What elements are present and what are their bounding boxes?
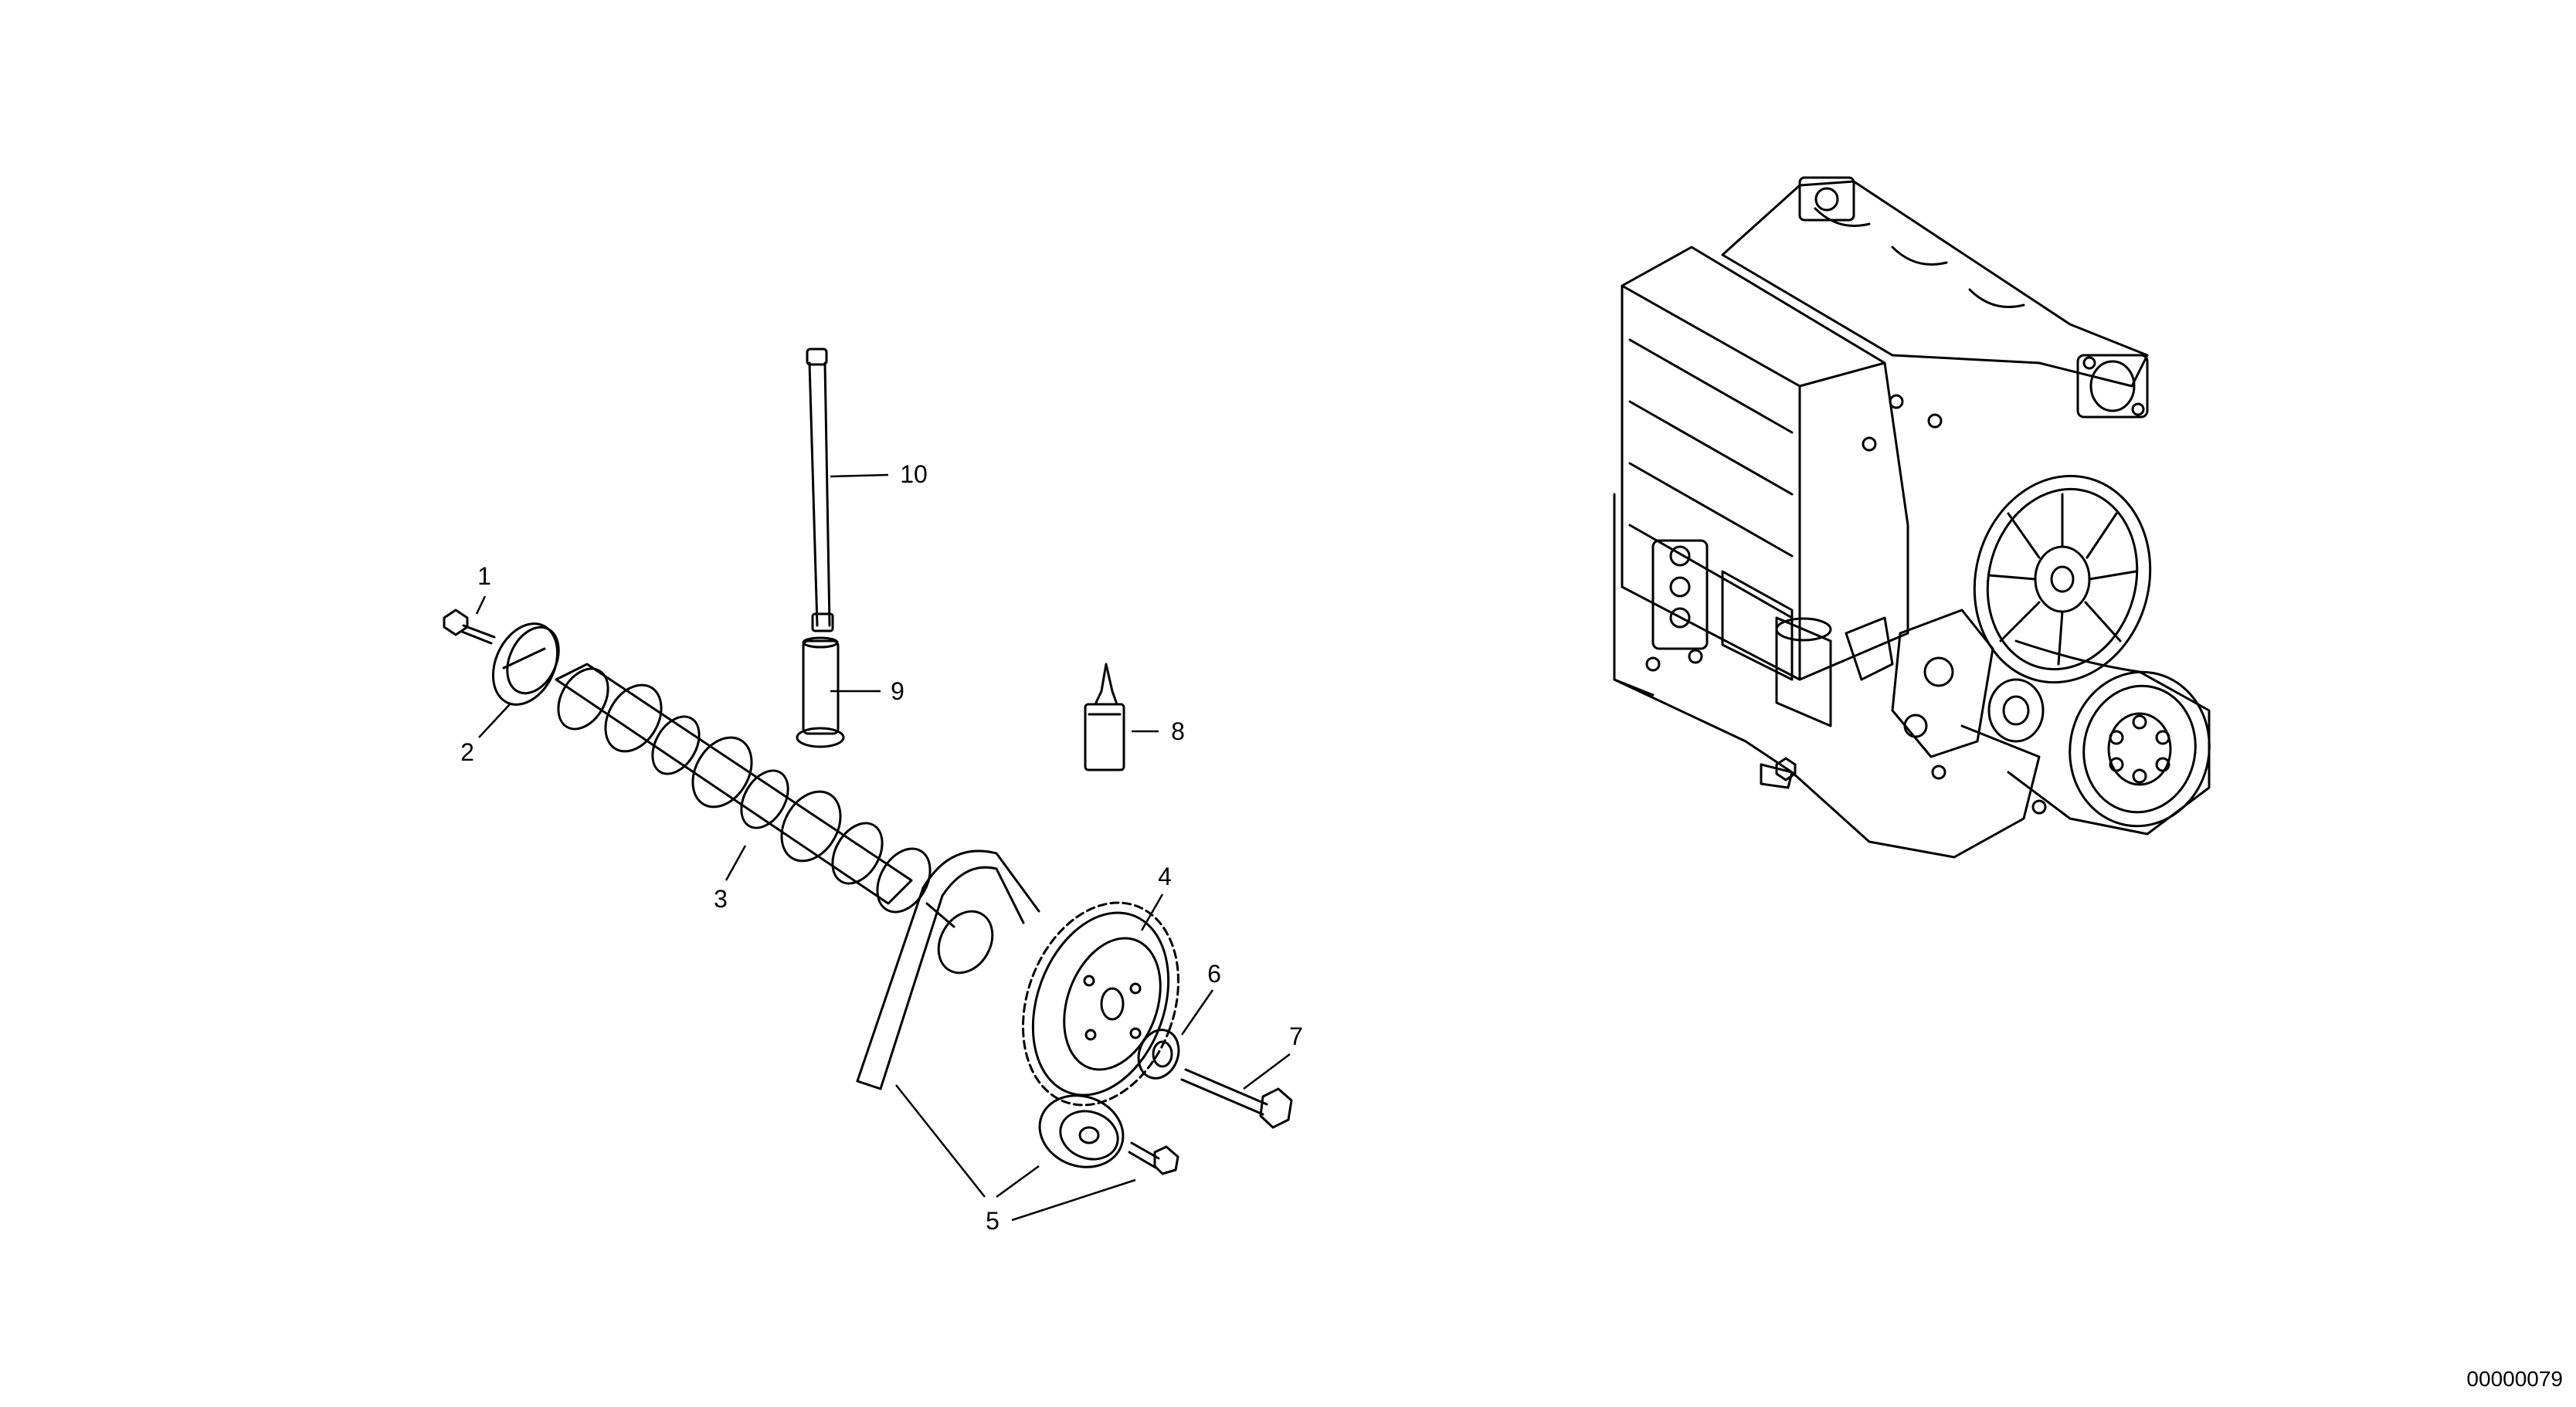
callout-8: 8	[1171, 717, 1185, 745]
cooling-fan	[1973, 474, 2152, 684]
callout-labels: 1 2 3 4 5 6 7 8 9 10	[460, 460, 1303, 1235]
toothed-belt	[856, 849, 1040, 1090]
leader-5a	[895, 1084, 986, 1198]
leader-6	[1180, 989, 1214, 1036]
tensioner-pulley	[1038, 1094, 1125, 1168]
leader-10	[830, 473, 889, 478]
bolt-part-1	[443, 609, 496, 645]
exploded-parts-view	[443, 348, 1293, 1175]
engine-assembly-view	[1613, 176, 2211, 859]
callout-9: 9	[891, 677, 904, 705]
callout-3: 3	[714, 885, 728, 913]
leader-lines	[475, 473, 1291, 1222]
leader-4	[1140, 893, 1164, 931]
thrust-washer	[491, 622, 560, 706]
camshaft	[555, 663, 994, 975]
leader-5b	[996, 1165, 1040, 1198]
leader-2	[478, 704, 511, 738]
camshaft-gear	[1021, 901, 1180, 1107]
callout-2: 2	[460, 738, 474, 766]
pulley-bolt	[1128, 1141, 1179, 1175]
leader-7	[1243, 1053, 1291, 1090]
callout-5: 5	[986, 1207, 1000, 1235]
callout-1: 1	[477, 562, 491, 590]
engine-shroud	[1621, 246, 1909, 681]
callout-6: 6	[1207, 960, 1221, 988]
leader-3	[725, 845, 747, 881]
exhaust-manifold	[1721, 180, 2149, 388]
drawing-number: 00000079	[2466, 1367, 2563, 1391]
callout-10: 10	[900, 460, 928, 488]
crankcase	[1613, 493, 2041, 859]
leader-1	[475, 595, 487, 615]
crankshaft-pulley	[2069, 670, 2211, 828]
push-rod	[806, 348, 834, 632]
washer	[1137, 1029, 1180, 1080]
leader-5c	[1011, 1178, 1136, 1222]
callout-4: 4	[1158, 863, 1172, 890]
tappet	[796, 636, 845, 748]
callout-7: 7	[1289, 1022, 1303, 1050]
gear-bolt	[1180, 1068, 1293, 1129]
sealant-tube	[1084, 663, 1125, 771]
